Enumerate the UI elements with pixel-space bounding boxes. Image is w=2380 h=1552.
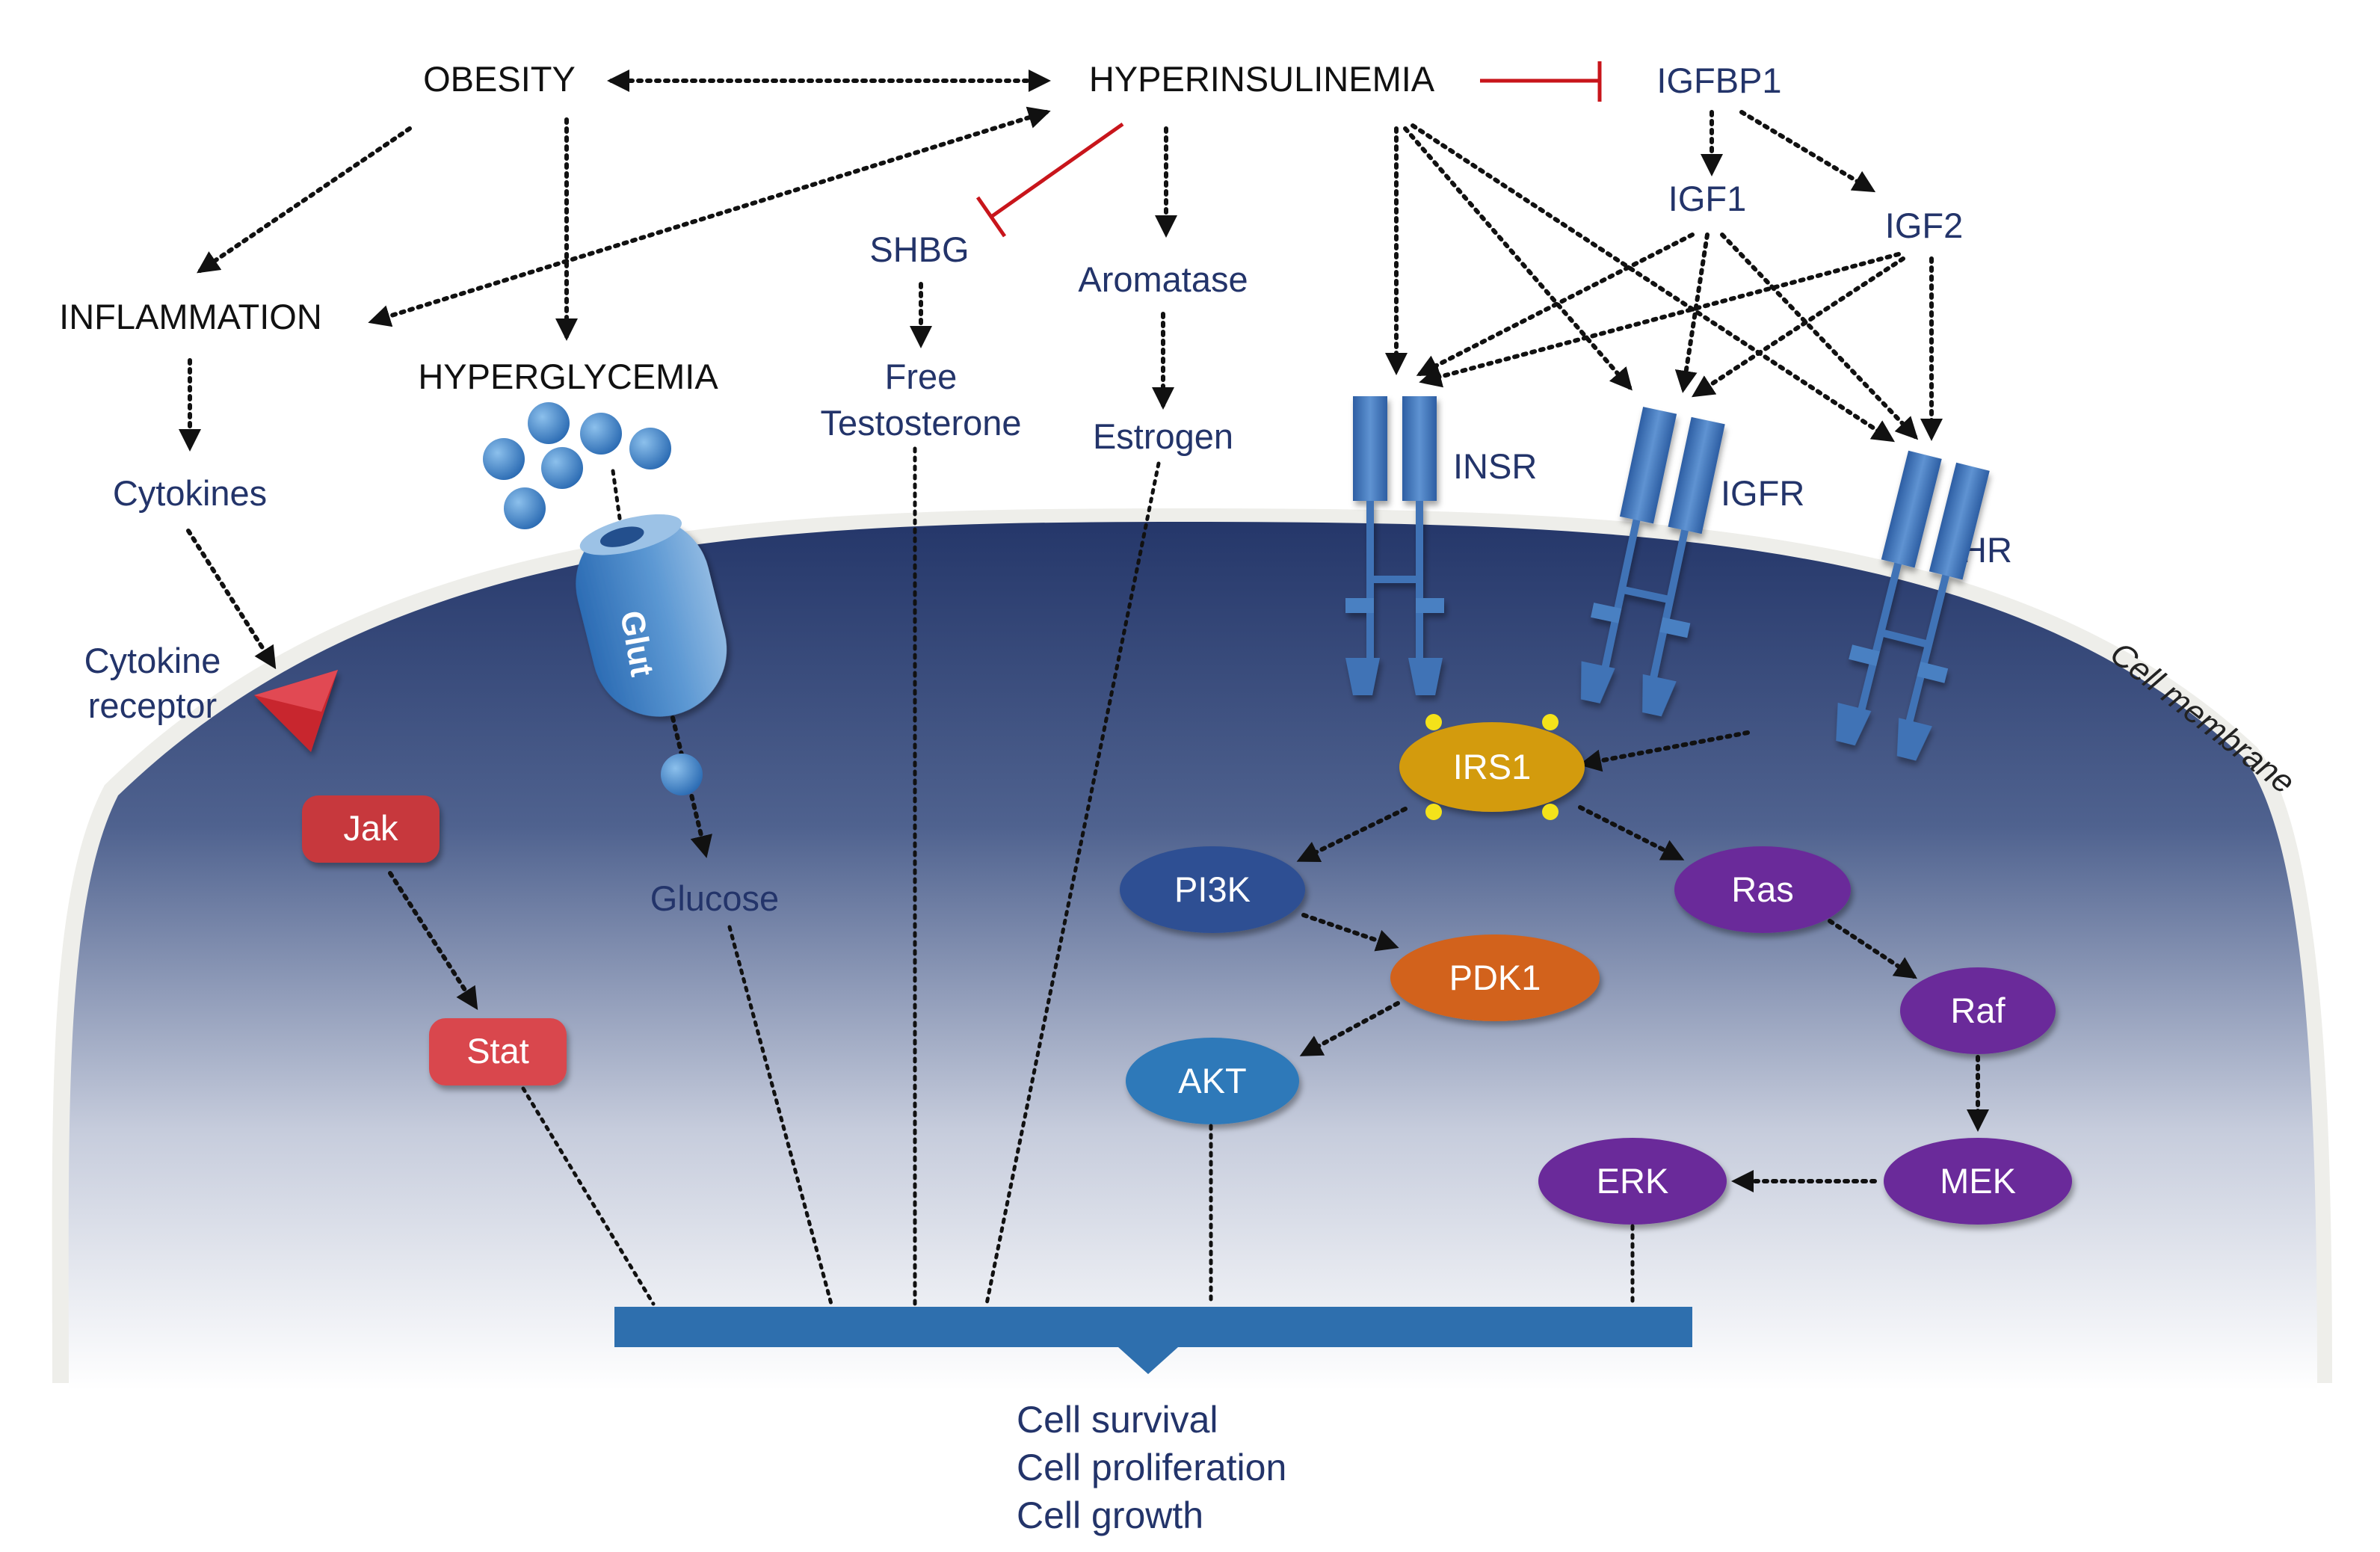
irs1-node [1399,722,1585,812]
irs1-label: IRS1 [1453,747,1532,786]
testosterone-label: Testosterone [820,403,1021,443]
arrow-cytokines-receptor [186,529,277,670]
igfr-label: IGFR [1721,473,1804,513]
arrow-obesity-inflammation [197,126,412,274]
arrow-hr-irs1 [1579,730,1750,772]
aromatase-label: Aromatase [1078,259,1248,299]
line-glucose-bar [727,925,833,1306]
obesity-label: OBESITY [423,59,576,99]
mek-node [1884,1138,2072,1225]
igfr-receptor [1580,407,1725,717]
outcome-cell-growth: Cell growth [1017,1494,1203,1536]
pdk1-node [1390,934,1600,1021]
erk-node [1538,1138,1727,1225]
glucose-molecule-inside [661,754,703,795]
glucose-molecules [483,402,671,529]
free-label: Free [885,357,958,396]
erk-label: ERK [1597,1161,1669,1201]
ras-label: Ras [1731,869,1794,909]
glucose-label: Glucose [650,878,779,918]
inflammation-label: INFLAMMATION [59,297,322,336]
line-estrogen-bar [984,461,1161,1306]
arrow-irs1-ras [1578,805,1685,860]
mek-label: MEK [1940,1161,2016,1201]
raf-label: Raf [1950,991,2006,1030]
arrow-igfbp1-igf2 [1739,110,1876,193]
jak-label: Jak [343,808,398,848]
arrow-hyperinsulinemia-inflammation [368,106,1051,327]
output-arrow-stem [1135,1346,1162,1355]
arrow-hyper-hr [1411,123,1896,443]
inhibit-hyperinsulinemia-igfbp1 [1480,61,1602,102]
arrow-hyper-igfr [1403,126,1633,391]
estrogen-label: Estrogen [1093,416,1233,456]
arrow-igf1-hr [1720,233,1919,440]
insr-label: INSR [1453,446,1537,486]
pi3k-node [1120,846,1305,933]
outcome-cell-survival: Cell survival [1017,1399,1218,1441]
raf-node [1900,967,2056,1054]
glut-transporter [576,514,727,717]
akt-label: AKT [1178,1061,1246,1100]
arrow-glucose-into-glut [611,469,623,526]
insr-receptor [1345,396,1444,695]
cytokine-receptor-label-2: receptor [88,686,217,725]
ras-node [1674,846,1851,933]
akt-node [1126,1038,1299,1124]
igf1-label: IGF1 [1668,179,1746,218]
output-arrowhead [1118,1347,1178,1374]
shbg-label: SHBG [869,230,969,269]
cytokines-label: Cytokines [113,473,267,513]
arrow-igf1-insr [1416,233,1695,376]
igfbp1-label: IGFBP1 [1656,61,1781,100]
stat-label: Stat [466,1031,529,1071]
output-bar [614,1307,1692,1347]
inhibit-hyperinsulinemia-shbg [975,122,1124,238]
arrow-igf2-insr [1419,252,1901,388]
hyperglycemia-label: HYPERGLYCEMIA [418,357,718,396]
arrow-igf1-igfr [1674,233,1710,393]
igf2-label: IGF2 [1885,206,1963,245]
irs1-phosphates [1425,714,1559,820]
arrow-ras-raf [1828,919,1918,979]
arrow-jak-stat [388,871,478,1011]
cell-interior [68,522,2318,1391]
arrow-pi3k-pdk1 [1301,913,1399,952]
cytokine-receptor [254,670,338,752]
hr-receptor [1836,450,1990,761]
cytokine-receptor-label-1: Cytokine [84,641,221,680]
arrow-igf2-igfr [1691,256,1905,398]
hyperinsulinemia-label: HYPERINSULINEMIA [1089,59,1435,99]
line-stat-bar [521,1086,656,1306]
stat-node [429,1018,567,1086]
pdk1-label: PDK1 [1449,958,1541,997]
outcome-cell-proliferation: Cell proliferation [1017,1447,1286,1488]
arrow-pdk1-akt [1299,1001,1400,1056]
pi3k-label: PI3K [1174,869,1251,909]
arrow-irs1-pi3k [1296,807,1408,863]
jak-node [302,795,440,863]
